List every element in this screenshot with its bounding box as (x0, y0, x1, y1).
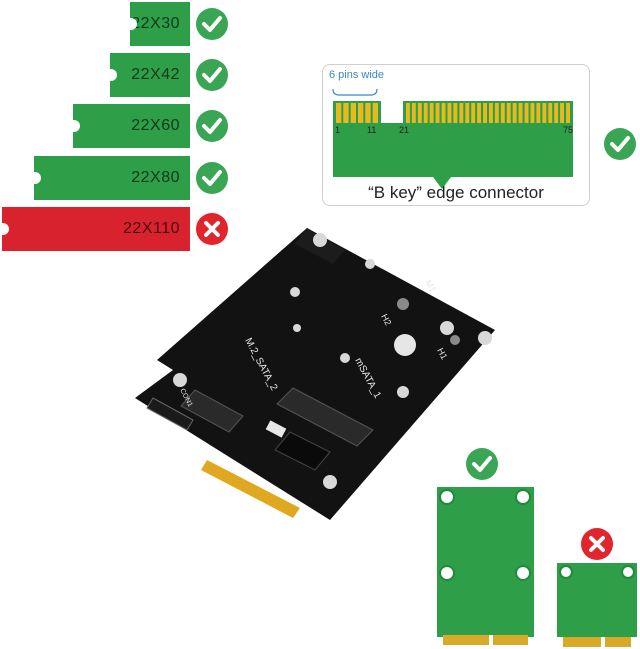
size-label: 22X60 (131, 117, 180, 134)
connector-pin (483, 103, 487, 123)
connector-pin (477, 103, 481, 123)
connector-caption: “B key” edge connector (368, 183, 544, 202)
connector-pin (554, 103, 559, 123)
svg-text:21: 21 (399, 125, 409, 135)
check-icon (196, 110, 228, 142)
connector-pin (471, 103, 476, 123)
silk-h2-label: H2 (379, 312, 393, 327)
connector-pin (447, 103, 452, 123)
svg-text:1: 1 (335, 125, 340, 135)
connector-pin (365, 103, 371, 123)
connector-pin (435, 103, 440, 123)
check-icon (466, 448, 498, 480)
connector-pin (441, 103, 446, 123)
size-label: 22X42 (131, 66, 180, 83)
connector-pin (518, 103, 523, 123)
connector-pin (406, 103, 410, 123)
connector-pin (423, 103, 428, 123)
size-label: 22X80 (131, 169, 180, 186)
connector-pin (512, 103, 517, 123)
svg-text:11: 11 (367, 125, 376, 135)
connector-pin (566, 103, 570, 123)
connector-pin (372, 103, 378, 123)
connector-pin (453, 103, 458, 123)
connector-pin (548, 103, 553, 123)
connector-pin (560, 103, 564, 123)
connector-pin (358, 103, 364, 123)
connector-pin (411, 103, 416, 123)
size-bar-22x42: 22X42 (109, 53, 190, 97)
connector-pin (542, 103, 547, 123)
cross-icon (196, 213, 228, 245)
connector-pin (417, 103, 422, 123)
size-bar-22x80: 22X80 (33, 156, 190, 200)
connector-pin (489, 103, 493, 123)
connector-pin (524, 103, 529, 123)
size-bar-22x30: 22X30 (129, 2, 190, 46)
check-icon (196, 59, 228, 91)
check-icon (196, 8, 228, 40)
full-size-card (437, 487, 534, 645)
connector-pin (336, 103, 342, 123)
connector-pin (500, 103, 505, 123)
svg-text:75: 75 (563, 125, 573, 135)
silk-h1-label: H1 (435, 346, 449, 361)
size-bar-22x60: 22X60 (72, 104, 190, 148)
size-bar-22x110: 22X110 (1, 207, 190, 251)
adapter-board: M.2_SATA_2 mSATA_1 H1 H2 M1 CON1 (135, 228, 495, 520)
connector-pin (494, 103, 499, 123)
connector-pin (465, 103, 470, 123)
connector-pin (506, 103, 511, 123)
silk-m1-label: M1 (423, 278, 438, 294)
connector-pin (459, 103, 464, 123)
size-label: 22X110 (123, 220, 180, 237)
connector-pin (343, 103, 349, 123)
connector-pin (536, 103, 541, 123)
size-label: 22X30 (131, 15, 180, 32)
connector-pin (429, 103, 434, 123)
pins-width-label: 6 pins wide (329, 69, 385, 81)
check-icon (196, 162, 228, 194)
connector-pin (530, 103, 535, 123)
check-icon (604, 128, 636, 160)
connector-pin (350, 103, 356, 123)
edge-connector-callout: 6 pins wide 1 11 21 75 “B key” edge conn… (322, 64, 590, 206)
edge-connector-diagram: 1 11 21 75 (332, 88, 573, 189)
cross-icon (581, 528, 613, 560)
half-size-card (557, 563, 637, 647)
